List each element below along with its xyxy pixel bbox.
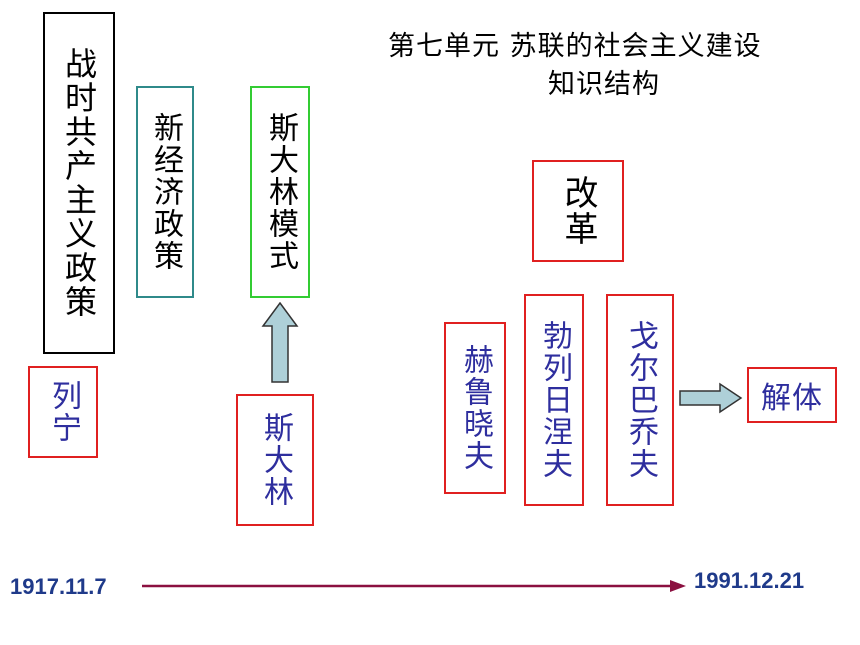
stalin-model-box: 斯大林模式 (250, 86, 310, 298)
timeline-arrow (142, 580, 686, 592)
timeline-start-date: 1917.11.7 (10, 574, 107, 599)
brezhnev-label: 勃列日涅夫 (537, 320, 572, 480)
stalin-label: 斯大林 (258, 412, 293, 508)
dissolution-label: 解体 (761, 381, 823, 416)
gorbachev-label: 戈尔巴乔夫 (623, 320, 658, 480)
title-line-1: 第七单元 苏联的社会主义建设 (388, 31, 762, 62)
stalin-box: 斯大林 (236, 394, 314, 526)
nep-box: 新经济政策 (136, 86, 194, 298)
nep-label: 新经济政策 (148, 112, 183, 272)
timeline-end-date: 1991.12.21 (694, 568, 805, 593)
khrushchev-box: 赫鲁晓夫 (444, 322, 506, 494)
dissolution-box: 解体 (747, 367, 837, 423)
lenin-label: 列宁 (46, 380, 81, 444)
reform-box: 改革 (532, 160, 624, 262)
gorbachev-box: 戈尔巴乔夫 (606, 294, 674, 506)
war-communism-label: 战时共产主义政策 (60, 47, 98, 319)
right-arrow-icon (679, 382, 743, 414)
khrushchev-label: 赫鲁晓夫 (458, 344, 493, 472)
stalin-model-label: 斯大林模式 (263, 112, 298, 272)
up-arrow-icon (261, 302, 299, 383)
reform-label: 改革 (558, 175, 598, 247)
lenin-box: 列宁 (28, 366, 98, 458)
war-communism-box: 战时共产主义政策 (43, 12, 115, 354)
title-line-2: 知识结构 (548, 69, 660, 100)
brezhnev-box: 勃列日涅夫 (524, 294, 584, 506)
